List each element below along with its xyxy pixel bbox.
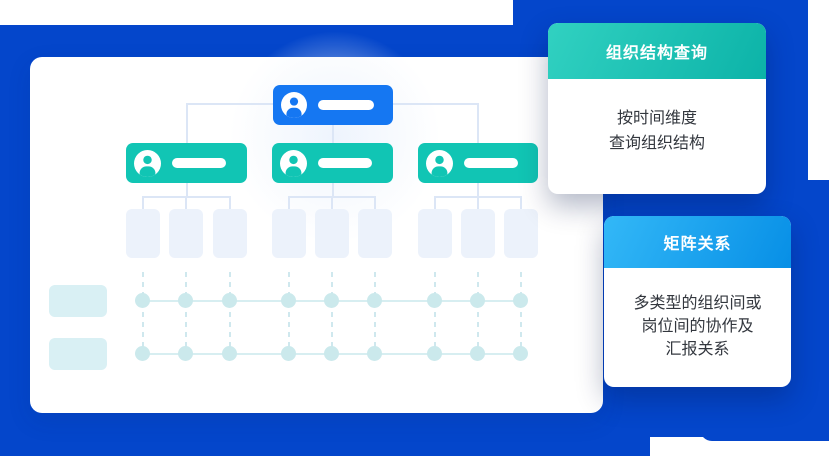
sub-box — [126, 209, 160, 258]
sub-box — [213, 209, 247, 258]
org-child-node — [418, 143, 538, 183]
connector-line — [434, 196, 436, 210]
matrix-dot — [427, 346, 442, 361]
connector-line — [186, 183, 188, 197]
person-icon — [281, 92, 307, 118]
card-description-line: 按时间维度 — [616, 110, 697, 127]
card-description: 按时间维度 查询组织结构 — [548, 79, 766, 156]
dashed-line — [374, 272, 376, 354]
matrix-dot — [367, 346, 382, 361]
person-icon — [426, 149, 453, 177]
connector-line — [477, 103, 479, 143]
card-title: 矩阵关系 — [604, 216, 791, 268]
connector-line — [229, 196, 231, 210]
matrix-dot — [281, 346, 296, 361]
sub-box — [358, 209, 392, 258]
connector-line — [187, 103, 273, 105]
connector-line — [332, 183, 334, 197]
sub-box — [461, 209, 495, 258]
connector-line — [520, 196, 522, 210]
card-description-line: 多类型的组织间或 — [633, 295, 762, 312]
connector-line — [185, 196, 187, 210]
person-icon — [134, 149, 161, 177]
card-title: 组织结构查询 — [548, 23, 766, 79]
feature-card-structure-query: 组织结构查询 按时间维度 查询组织结构 — [548, 23, 766, 194]
card-description: 多类型的组织间或 岗位间的协作及 汇报关系 — [604, 268, 791, 361]
sub-box — [272, 209, 306, 258]
matrix-dot — [178, 293, 193, 308]
dashed-line — [185, 272, 187, 354]
card-description-line: 汇报关系 — [665, 341, 730, 358]
sub-box — [418, 209, 452, 258]
org-root-node — [273, 85, 393, 125]
card-description-line: 查询组织结构 — [608, 135, 705, 152]
feature-card-matrix-relation: 矩阵关系 多类型的组织间或 岗位间的协作及 汇报关系 — [604, 216, 791, 387]
dashed-line — [477, 272, 479, 354]
connector-line — [186, 103, 188, 143]
connector-line — [374, 196, 376, 210]
matrix-dot — [135, 346, 150, 361]
matrix-dot — [324, 346, 339, 361]
matrix-dot — [470, 293, 485, 308]
connector-line — [477, 196, 479, 210]
sub-box — [169, 209, 203, 258]
person-icon — [280, 149, 307, 177]
sub-box — [315, 209, 349, 258]
dashed-line — [520, 272, 522, 354]
row-label-block — [49, 285, 107, 317]
dashed-line — [331, 272, 333, 354]
connector-line — [393, 103, 478, 105]
matrix-dot — [367, 293, 382, 308]
matrix-dot — [324, 293, 339, 308]
dashed-line — [229, 272, 231, 354]
org-chart-card — [30, 22, 603, 413]
connector-line — [331, 196, 333, 210]
name-placeholder-bar — [318, 100, 374, 110]
connector-line — [142, 196, 144, 210]
dashed-line — [434, 272, 436, 354]
matrix-dot — [470, 346, 485, 361]
card-description-line: 岗位间的协作及 — [641, 318, 754, 335]
dashed-line — [142, 272, 144, 354]
matrix-dot — [513, 346, 528, 361]
matrix-dot — [513, 293, 528, 308]
matrix-dot — [135, 293, 150, 308]
dashed-line — [288, 272, 290, 354]
name-placeholder-bar — [172, 158, 226, 168]
name-placeholder-bar — [318, 158, 372, 168]
name-placeholder-bar — [464, 158, 518, 168]
matrix-dot — [427, 293, 442, 308]
connector-line — [288, 196, 290, 210]
matrix-dot — [178, 346, 193, 361]
matrix-dot — [222, 346, 237, 361]
connector-line — [477, 183, 479, 197]
org-child-node — [272, 143, 393, 183]
connector-line — [332, 125, 334, 143]
matrix-dot — [222, 293, 237, 308]
row-label-block — [49, 338, 107, 370]
org-child-node — [126, 143, 247, 183]
sub-box — [504, 209, 538, 258]
matrix-dot — [281, 293, 296, 308]
